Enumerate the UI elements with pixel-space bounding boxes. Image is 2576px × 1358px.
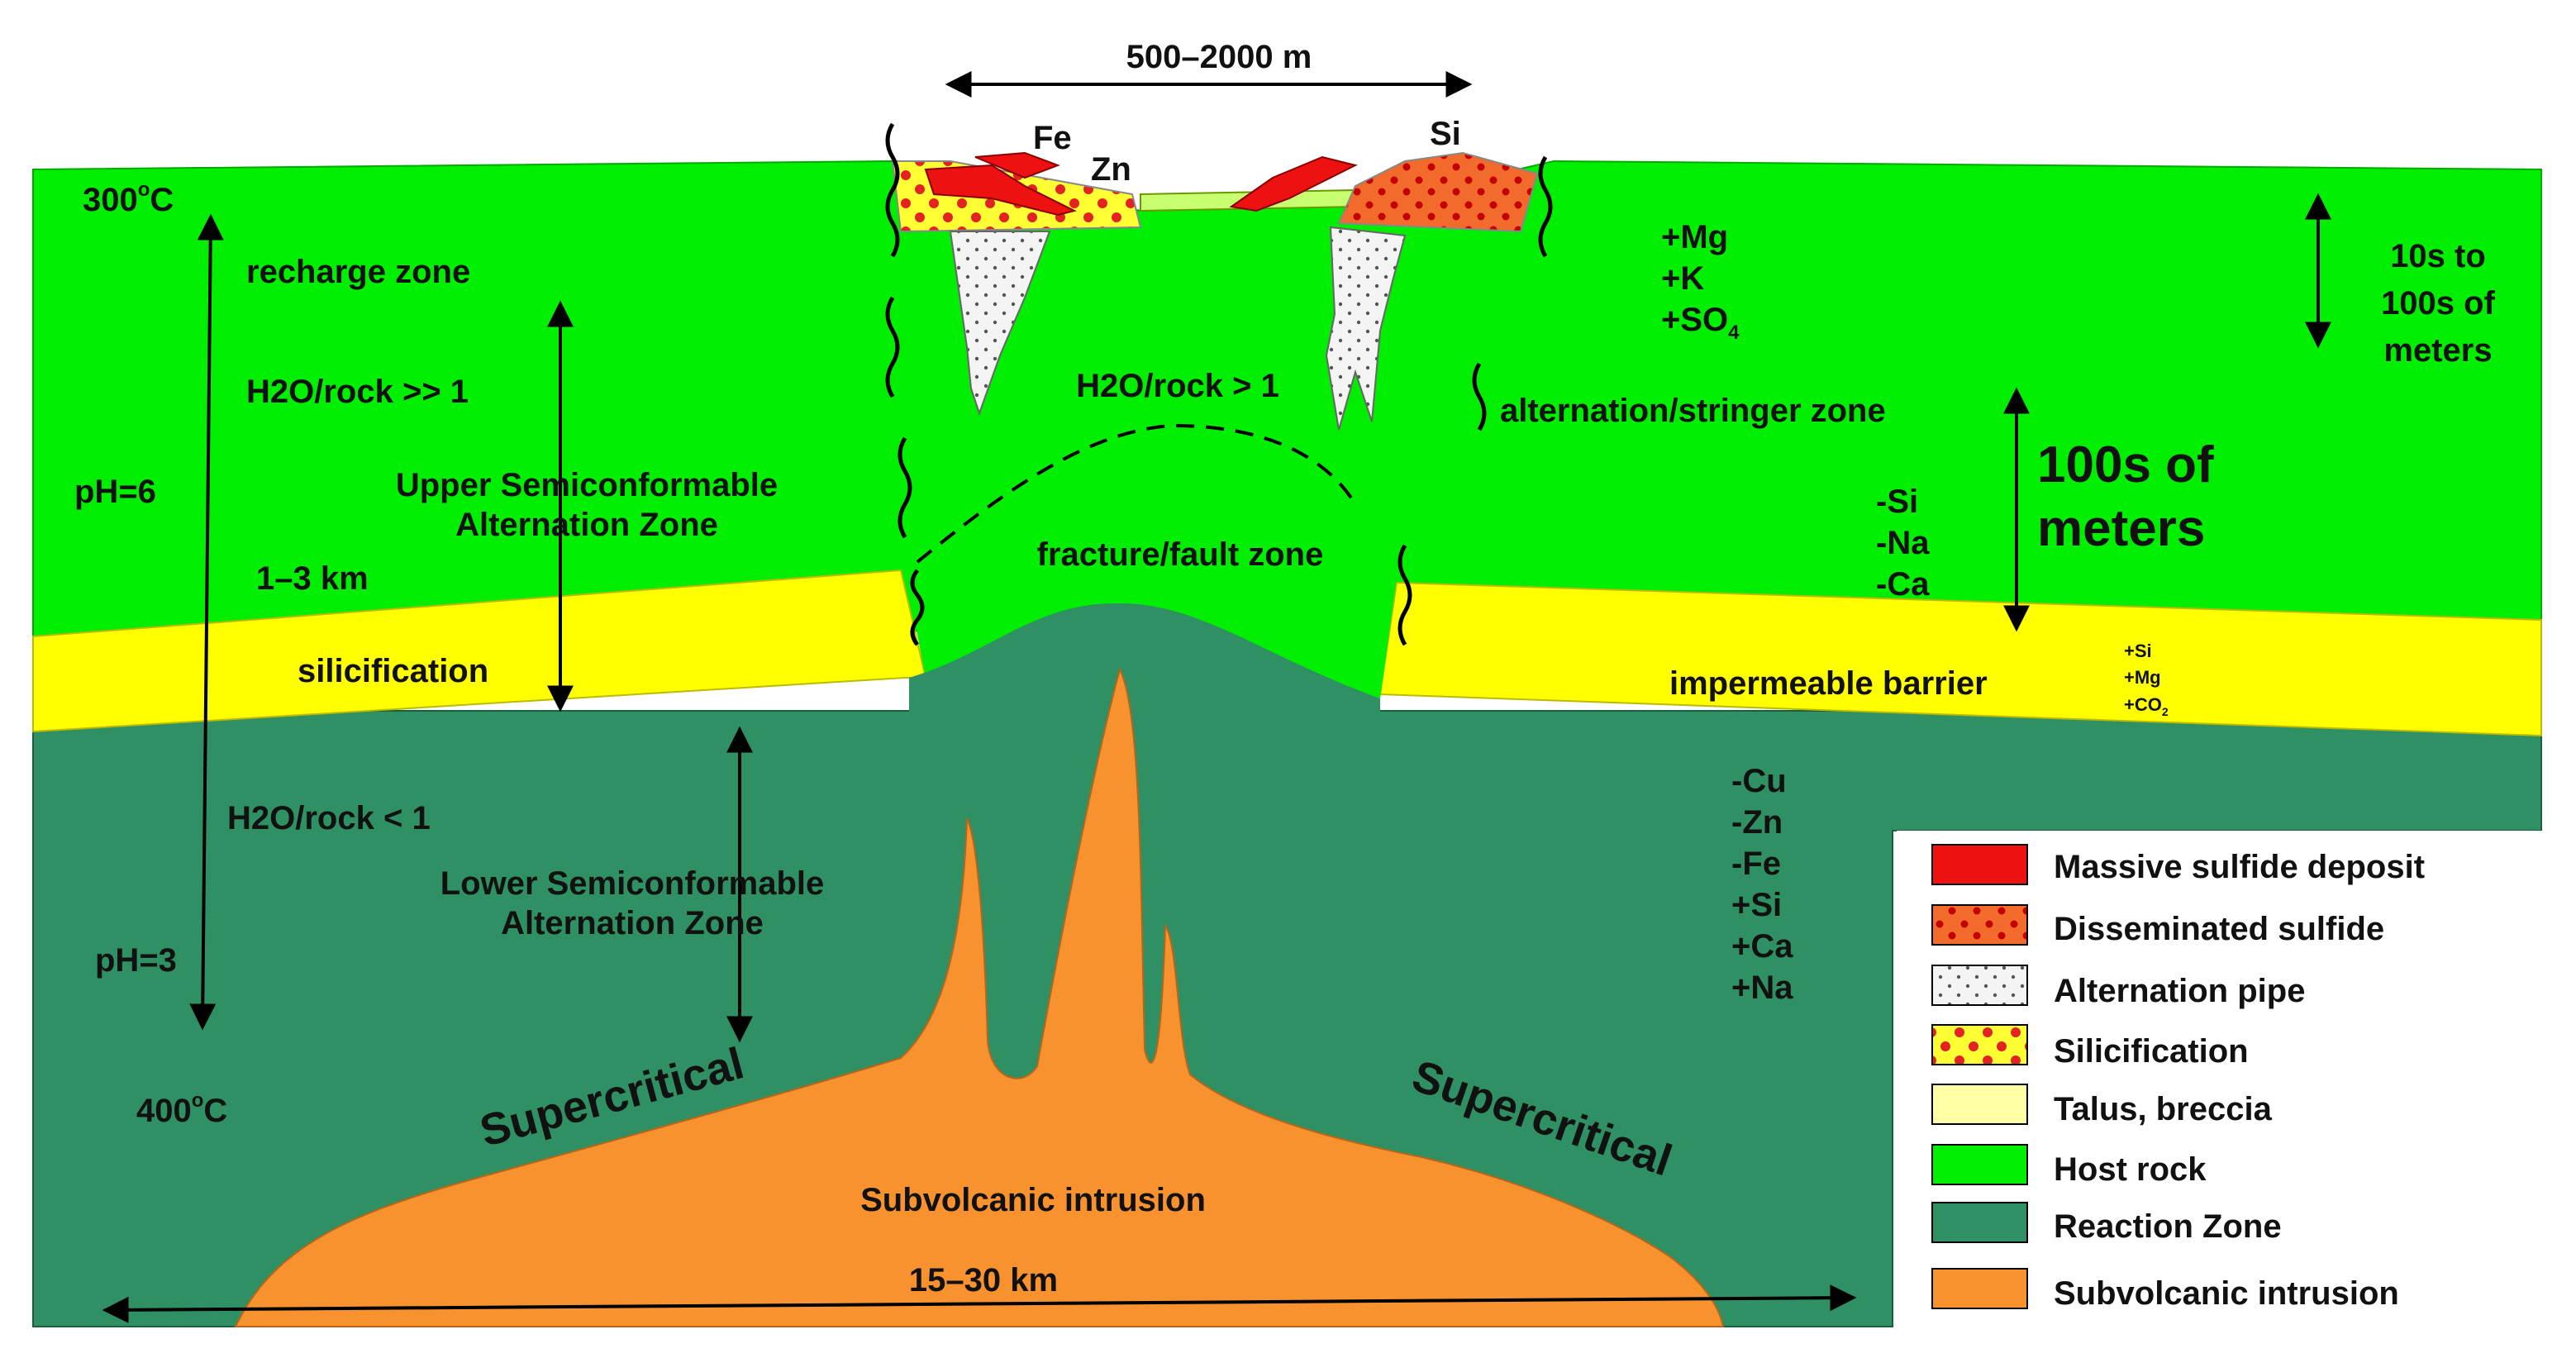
legend-label-pipe: Alternation pipe bbox=[2054, 973, 2305, 1009]
legend-label-reaction-zone: Reaction Zone bbox=[2054, 1208, 2282, 1245]
fracture-zone bbox=[905, 570, 1397, 698]
legend-swatch-intrusion bbox=[1931, 1268, 2028, 1309]
fracture-zone-label: fracture/fault zone bbox=[1037, 536, 1324, 573]
si-label: Si bbox=[1430, 116, 1461, 152]
water-ratio-low-label: H2O/rock < 1 bbox=[227, 800, 431, 836]
fault-line-2 bbox=[885, 296, 900, 398]
fault-line-3 bbox=[898, 436, 912, 539]
alteration-pipe-left bbox=[949, 231, 1051, 417]
upper-zone-label-2: Alternation Zone bbox=[455, 507, 718, 543]
minus-fe-label: -Fe bbox=[1731, 846, 1781, 882]
plus-mg-label: +Mg bbox=[1661, 219, 1728, 255]
water-ratio-mid-label: H2O/rock > 1 bbox=[1076, 368, 1279, 404]
plus-si-label: +Si bbox=[1731, 887, 1782, 923]
massive-sulfide-left bbox=[924, 164, 1077, 217]
fault-line-7 bbox=[1398, 544, 1412, 646]
tens-meters-label-2: 100s of bbox=[2381, 285, 2496, 322]
recharge-zone-label: recharge zone bbox=[246, 254, 470, 290]
reaction-dome bbox=[909, 603, 1380, 719]
legend-swatch-disseminated bbox=[1931, 904, 2028, 946]
top-width-label: 500–2000 m bbox=[1126, 39, 1312, 75]
minus-si-label: -Si bbox=[1876, 484, 1918, 520]
water-ratio-high-label: H2O/rock >> 1 bbox=[246, 374, 469, 410]
massive-sulfide-left-2 bbox=[974, 151, 1060, 179]
minus-na-label: -Na bbox=[1876, 525, 1930, 561]
fe-label: Fe bbox=[1033, 120, 1072, 156]
legend: Massive sulfide deposit Disseminated sul… bbox=[1897, 831, 2576, 1358]
legend-swatch-massive-sulfide bbox=[1931, 844, 2028, 885]
fault-line-4 bbox=[910, 569, 925, 646]
legend-swatch-pipe bbox=[1931, 965, 2028, 1006]
intrusion-label: Subvolcanic intrusion bbox=[860, 1182, 1206, 1218]
legend-label-massive-sulfide: Massive sulfide deposit bbox=[2054, 849, 2425, 885]
hundreds-meters-label-2: meters bbox=[2037, 500, 2205, 557]
legend-swatch-host-rock bbox=[1931, 1144, 2028, 1185]
fracture-boundary-dashed bbox=[916, 423, 1357, 564]
upper-zone-label-1: Upper Semiconformable bbox=[396, 467, 778, 503]
zn-label: Zn bbox=[1091, 151, 1131, 188]
right-disseminated-cap bbox=[1337, 151, 1539, 233]
temp-bottom-label: 400oC bbox=[136, 1089, 227, 1129]
plus-co2-small-label: +CO2 bbox=[2124, 694, 2169, 718]
minus-ca-label: -Ca bbox=[1876, 566, 1930, 603]
legend-swatch-talus bbox=[1931, 1084, 2028, 1125]
lower-zone-label-1: Lower Semiconformable bbox=[440, 865, 825, 902]
subvolcanic-intrusion bbox=[234, 667, 1725, 1327]
legend-label-silicification: Silicification bbox=[2054, 1033, 2249, 1070]
alteration-pipe-right bbox=[1325, 226, 1407, 431]
bottom-width-arrow bbox=[102, 1284, 1857, 1323]
minus-cu-label: -Cu bbox=[1731, 763, 1787, 799]
ph3-label: pH=3 bbox=[95, 942, 177, 979]
plus-si-small-label: +Si bbox=[2124, 641, 2152, 661]
legend-swatch-silicification bbox=[1931, 1024, 2028, 1065]
depth-label: 1–3 km bbox=[256, 560, 369, 597]
massive-sulfide-right bbox=[1229, 155, 1358, 212]
stringer-zone-label: alternation/stringer zone bbox=[1500, 393, 1886, 429]
tens-meters-label-1: 10s to bbox=[2390, 238, 2486, 274]
lower-zone-label-2: Alternation Zone bbox=[501, 905, 764, 941]
temperature-arrow bbox=[189, 213, 224, 1031]
legend-label-talus: Talus, breccia bbox=[2054, 1091, 2273, 1127]
fault-line-5 bbox=[1538, 155, 1553, 258]
fault-line-6 bbox=[1472, 362, 1487, 431]
bottom-width-label: 15–30 km bbox=[909, 1262, 1058, 1298]
legend-label-host-rock: Host rock bbox=[2054, 1151, 2207, 1188]
legend-label-disseminated: Disseminated sulfide bbox=[2054, 911, 2384, 947]
plus-k-label: +K bbox=[1661, 260, 1704, 297]
plus-ca-label: +Ca bbox=[1731, 928, 1793, 965]
impermeable-barrier-label: impermeable barrier bbox=[1669, 665, 1988, 702]
hundreds-meters-label-1: 100s of bbox=[2037, 436, 2214, 493]
legend-label-intrusion: Subvolcanic intrusion bbox=[2054, 1275, 2399, 1312]
tens-meters-label-3: meters bbox=[2383, 332, 2492, 369]
legend-swatch-reaction-zone bbox=[1931, 1202, 2028, 1243]
fault-line-1 bbox=[885, 122, 900, 258]
ph6-label: pH=6 bbox=[74, 474, 156, 510]
minus-zn-label: -Zn bbox=[1731, 804, 1783, 841]
temp-top-label: 300oC bbox=[83, 179, 174, 218]
plus-na-label: +Na bbox=[1731, 970, 1793, 1006]
silicification-label: silicification bbox=[298, 653, 488, 689]
plus-mg-small-label: +Mg bbox=[2124, 667, 2161, 688]
plus-so4-label: +SO4 bbox=[1661, 302, 1740, 344]
